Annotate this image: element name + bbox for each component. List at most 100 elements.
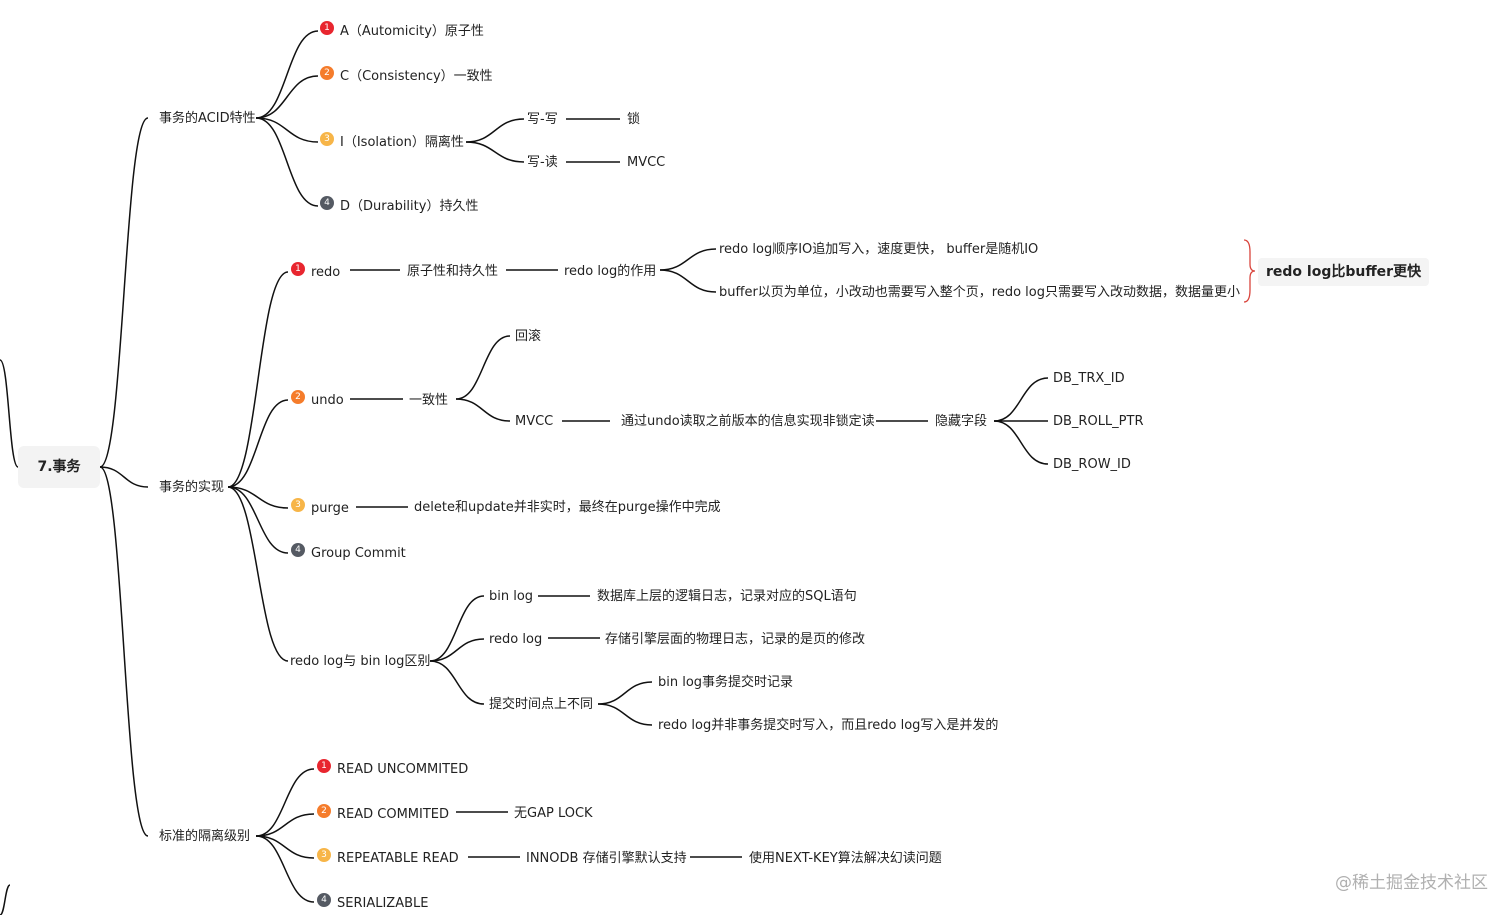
commit-bin-label: bin log事务提交时记录 <box>658 675 794 690</box>
next-key-node[interactable]: 使用NEXT-KEY算法解决幻读问题 <box>749 850 942 869</box>
connector-curve <box>429 638 485 662</box>
root-node[interactable]: 7.事务 <box>18 446 100 488</box>
connector-curve <box>429 660 485 705</box>
connector-curve <box>993 377 1049 422</box>
connector-curve <box>255 30 319 119</box>
levels-node[interactable]: 标准的隔离级别 <box>159 828 250 847</box>
log-diff-node[interactable]: redo log与 bin log区别 <box>290 653 430 672</box>
redo-log-desc-node[interactable]: 存储引擎层面的物理日志，记录的是页的修改 <box>605 631 865 650</box>
commit-redo-node[interactable]: redo log并非事务提交时写入，而且redo log写入是并发的 <box>658 717 998 736</box>
undo-property-node[interactable]: 一致性 <box>409 392 448 411</box>
field-row-id-node[interactable]: DB_ROW_ID <box>1053 456 1131 475</box>
write-read-mvcc-label: MVCC <box>627 155 666 170</box>
field-roll-ptr-node[interactable]: DB_ROLL_PTR <box>1053 413 1144 432</box>
rollback-node[interactable]: 回滚 <box>515 328 541 347</box>
write-read-node[interactable]: 写-读 <box>527 154 558 173</box>
redo-role-node[interactable]: redo log的作用 <box>564 263 656 282</box>
root-to-levels <box>99 466 149 837</box>
redo-log-desc-label: 存储引擎层面的物理日志，记录的是页的修改 <box>605 632 866 647</box>
innodb-default-label: INNODB 存储引擎默认支持 <box>526 851 687 866</box>
connector-curve <box>659 248 717 271</box>
purge-desc-label: delete和update并非实时，最终在purge操作中完成 <box>414 500 721 515</box>
write-read-label: 写-读 <box>527 155 558 170</box>
commit-time-node[interactable]: 提交时间点上不同 <box>489 696 593 715</box>
summary-brace-icon <box>1243 239 1256 303</box>
bin-log-desc-label: 数据库上层的逻辑日志，记录对应的SQL语句 <box>597 589 857 604</box>
serializable-label: SERIALIZABLE <box>337 896 429 911</box>
durability-node[interactable]: 4 D（Durability）持久性 <box>320 196 479 217</box>
undo-mvcc-label: MVCC <box>515 414 554 429</box>
read-uncommitted-label: READ UNCOMMITED <box>337 762 469 777</box>
connector-curve <box>227 486 289 554</box>
lock-label: 锁 <box>627 112 641 127</box>
bin-log-node[interactable]: bin log <box>489 588 533 607</box>
connector-curve <box>993 420 1049 465</box>
connector-curve <box>465 141 525 163</box>
priority-4-icon: 4 <box>291 543 305 557</box>
no-gap-lock-label: 无GAP LOCK <box>514 806 593 821</box>
atomicity-node[interactable]: 1 A（Automicity）原子性 <box>320 21 484 42</box>
next-key-label: 使用NEXT-KEY算法解决幻读问题 <box>749 851 942 866</box>
redo-point-2-node[interactable]: buffer以页为单位，小改动也需要写入整个页，redo log只需要写入改动数… <box>719 284 1240 303</box>
priority-3-icon: 3 <box>291 498 305 512</box>
write-read-mvcc-node[interactable]: MVCC <box>627 154 665 173</box>
innodb-default-node[interactable]: INNODB 存储引擎默认支持 <box>526 850 687 869</box>
connector-curve <box>227 271 289 488</box>
undo-property-label: 一致性 <box>409 393 449 408</box>
connector-curve <box>255 835 315 859</box>
connector-curve <box>255 813 315 837</box>
redo-property-node[interactable]: 原子性和持久性 <box>407 263 498 282</box>
write-write-node[interactable]: 写-写 <box>527 111 558 130</box>
priority-2-icon: 2 <box>320 66 334 80</box>
connector-curve <box>465 118 525 143</box>
priority-1-icon: 1 <box>320 21 334 35</box>
connector-curve <box>455 398 511 422</box>
commit-time-label: 提交时间点上不同 <box>489 697 594 712</box>
field-roll-ptr-label: DB_ROLL_PTR <box>1053 414 1144 429</box>
bin-log-desc-node[interactable]: 数据库上层的逻辑日志，记录对应的SQL语句 <box>597 588 857 607</box>
bin-log-label: bin log <box>489 589 534 604</box>
priority-3-icon: 3 <box>317 848 331 862</box>
root-to-acid <box>99 117 149 468</box>
acid-node[interactable]: 事务的ACID特性 <box>159 110 256 129</box>
connector-curve <box>227 486 289 662</box>
read-committed-label: READ COMMITED <box>337 807 450 822</box>
acid-label: 事务的ACID特性 <box>159 111 256 126</box>
redo-log-label: redo log <box>489 632 543 647</box>
redo-property-label: 原子性和持久性 <box>407 264 499 279</box>
atomicity-label: A（Automicity）原子性 <box>340 24 484 39</box>
redo-label: redo <box>311 265 341 280</box>
field-trx-id-node[interactable]: DB_TRX_ID <box>1053 370 1125 389</box>
purge-desc-node[interactable]: delete和update并非实时，最终在purge操作中完成 <box>414 499 721 518</box>
redo-summary-node[interactable]: redo log比buffer更快 <box>1258 258 1430 286</box>
connector-curve <box>255 117 319 143</box>
priority-4-icon: 4 <box>320 196 334 210</box>
lock-node[interactable]: 锁 <box>627 111 640 130</box>
mvcc-desc-node[interactable]: 通过undo读取之前版本的信息实现非锁定读 <box>621 413 875 432</box>
redo-point-2-label: buffer以页为单位，小改动也需要写入整个页，redo log只需要写入改动数… <box>719 285 1241 300</box>
redo-point-1-label: redo log顺序IO追加写入，速度更快， buffer是随机IO <box>719 242 1039 257</box>
no-gap-lock-node[interactable]: 无GAP LOCK <box>514 805 593 824</box>
redo-point-1-node[interactable]: redo log顺序IO追加写入，速度更快， buffer是随机IO <box>719 241 1038 260</box>
durability-label: D（Durability）持久性 <box>340 199 479 214</box>
impl-node[interactable]: 事务的实现 <box>159 479 224 498</box>
undo-mvcc-node[interactable]: MVCC <box>515 413 553 432</box>
levels-label: 标准的隔离级别 <box>159 829 251 844</box>
field-row-id-label: DB_ROW_ID <box>1053 457 1131 472</box>
commit-bin-node[interactable]: bin log事务提交时记录 <box>658 674 793 693</box>
hidden-fields-node[interactable]: 隐藏字段 <box>935 413 987 432</box>
connector-curve <box>255 117 319 207</box>
undo-label: undo <box>311 393 344 408</box>
redo-log-node[interactable]: redo log <box>489 631 542 650</box>
field-trx-id-label: DB_TRX_ID <box>1053 371 1125 386</box>
